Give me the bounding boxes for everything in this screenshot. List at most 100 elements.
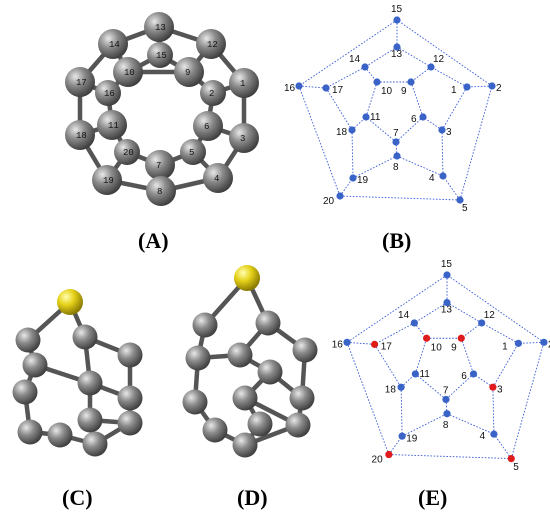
panel-b-vertex-label-13: 13 [391, 49, 403, 60]
panel-b-vertex-17 [322, 84, 330, 92]
panel-a-atom-8 [146, 176, 176, 206]
panel-d-carbon-atom-1 [192, 312, 218, 338]
panel-b-vertex-label-17: 17 [332, 85, 344, 96]
panel-e-vertex-6 [469, 370, 478, 378]
panel-c-molecule [12, 289, 143, 457]
panel-a-atom-7 [145, 150, 175, 180]
panel-a-atom-label-9: 9 [185, 68, 190, 78]
panel-b-vertex-label-2: 2 [496, 83, 502, 94]
panel-c-carbon-atom-4 [12, 379, 38, 405]
panel-b-edge-8-4 [396, 155, 444, 177]
panel-b-vertex-label-9: 9 [401, 86, 407, 97]
panel-c-sulfur-atom [57, 289, 83, 315]
panel-e-vertex-label-12: 12 [484, 310, 496, 321]
panel-e-label: (E) [418, 485, 447, 510]
panel-a-atom-18 [65, 120, 95, 150]
panel-d-carbon-atom-4 [185, 345, 211, 371]
panel-a-atom-label-3: 3 [240, 134, 245, 144]
panel-b-edge-20-5 [339, 195, 461, 201]
panel-b-vertex-label-12: 12 [433, 54, 445, 65]
panel-b-vertex-label-7: 7 [393, 128, 399, 139]
panel-b-edge-12-9 [410, 66, 432, 83]
panel-e-vertex-label-11: 11 [419, 369, 430, 380]
panel-e-vertex-2 [540, 338, 548, 346]
panel-b-vertex-6 [419, 113, 427, 121]
panel-e-edge-13-12 [446, 302, 482, 324]
panel-b-vertex-label-4: 4 [429, 173, 435, 184]
panel-e-vertex-19 [398, 432, 406, 440]
panel-b-edge-2-15 [396, 19, 493, 87]
panel-b-edge-14-17 [325, 66, 366, 89]
panel-b-edge-13-12 [396, 46, 432, 68]
panel-c-carbon-atom-3 [117, 342, 143, 368]
panel-b-vertex-12 [427, 63, 435, 71]
panel-e-vertex-label-6: 6 [461, 371, 467, 382]
panel-e-edge-14-17 [374, 322, 415, 345]
panel-a-atom-label-15: 15 [156, 51, 167, 61]
panel-a-atom-5 [180, 139, 206, 165]
panel-c-carbon-atom-6 [117, 385, 143, 411]
panel-a-atom-12 [196, 29, 226, 59]
panel-e-vertex-label-7: 7 [443, 385, 449, 396]
panel-e-vertex-label-2: 2 [548, 339, 550, 350]
panel-e-vertex-label-1: 1 [502, 341, 508, 352]
panel-b-vertex-19 [349, 174, 357, 182]
panel-e-edge-8-4 [446, 413, 495, 435]
panel-e-vertex-label-15: 15 [441, 259, 453, 270]
panel-b-vertex-label-11: 11 [370, 112, 381, 123]
panel-e-edge-7-11 [415, 373, 447, 400]
panel-e-vertex-label-14: 14 [398, 310, 410, 321]
panel-b-edge-15-16 [298, 19, 398, 87]
panel-a-atom-26 [114, 139, 140, 165]
panel-e-vertex-15 [443, 271, 451, 279]
panel-b-edge-3-6 [422, 116, 443, 131]
panel-d-sulfur-atom [234, 265, 260, 291]
panel-b-edge-5-2 [459, 85, 493, 201]
panel-d-carbon-atom-5 [227, 342, 253, 368]
panel-d-carbon-atom-8 [232, 385, 258, 411]
panel-e-vertex-10 [423, 334, 431, 342]
panel-b-vertex-label-16: 16 [284, 83, 296, 94]
panel-a-label: (A) [138, 228, 169, 253]
panel-e-vertex-11 [411, 370, 419, 378]
panel-a-atom-1 [229, 68, 259, 98]
panel-b-edge-6-7 [395, 116, 424, 143]
panel-b-vertex-label-14: 14 [349, 54, 361, 65]
panel-b-vertex-label-18: 18 [336, 127, 348, 138]
panel-d-carbon-atom-11 [247, 411, 273, 437]
panel-d-label: (D) [237, 485, 268, 510]
panel-e-edge-5-4 [493, 433, 512, 459]
panel-e-edge-3-6 [473, 373, 494, 388]
panel-e-vertex-9 [457, 334, 465, 342]
panel-e-edge-20-19 [388, 435, 403, 455]
panel-b-vertex-5 [456, 196, 464, 204]
panel-b-edge-16-17 [298, 85, 327, 89]
panel-a-atom-label-2: 2 [209, 89, 214, 99]
panel-c-carbon-atom-8 [77, 407, 103, 433]
panel-e-edge-1-12 [481, 322, 519, 344]
panel-c-carbon-atom-9 [117, 410, 143, 436]
panel-b-vertex-label-8: 8 [393, 162, 399, 173]
panel-c-carbon-atom-5 [77, 370, 103, 396]
panel-d-molecule [182, 265, 318, 458]
panel-e-vertex-8 [443, 410, 451, 418]
panel-b-edge-16-20 [298, 85, 341, 197]
panel-b-vertex-2 [488, 82, 496, 90]
panel-d-carbon-atom-2 [255, 310, 281, 336]
panel-b-vertex-label-20: 20 [323, 196, 335, 207]
panel-a-atom-label-12: 12 [207, 40, 218, 50]
panel-c-label: (C) [62, 485, 93, 510]
panel-a-atom-label-1: 1 [240, 79, 245, 89]
panel-a-atom-17 [65, 67, 95, 97]
panel-a-atom-label-4: 4 [214, 174, 219, 184]
panel-b-vertex-14 [361, 63, 369, 71]
panel-b-vertex-7 [392, 138, 400, 146]
panel-b-vertex-13 [393, 43, 401, 51]
panel-b-vertex-label-5: 5 [462, 203, 468, 214]
panel-b-vertex-label-3: 3 [446, 127, 452, 138]
panel-e-edge-2-15 [446, 274, 545, 343]
panel-b-vertex-18 [348, 126, 356, 134]
